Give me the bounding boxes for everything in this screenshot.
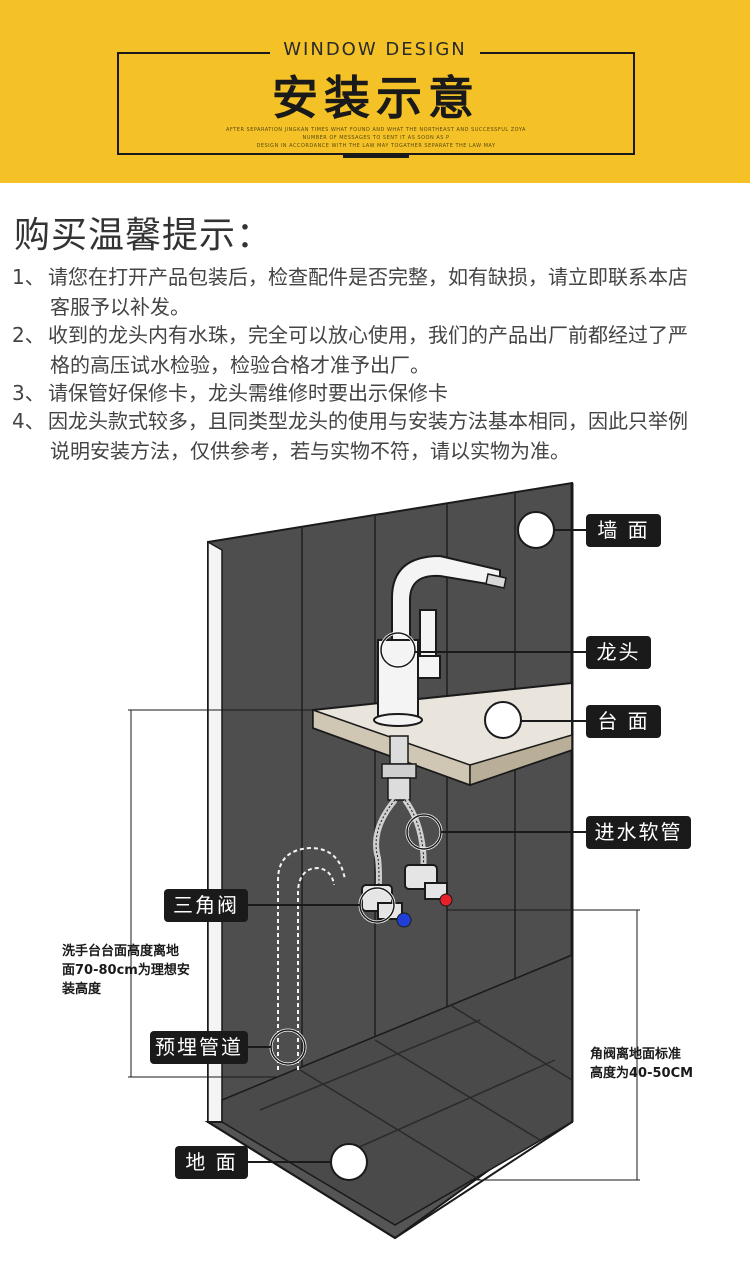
tip-item: 4、因龙头款式较多，且同类型龙头的使用与安装方法基本相同，因此只举例 说明安装方… (12, 406, 742, 466)
header-accent-bar (343, 153, 409, 158)
faucet-drawing (373, 554, 507, 727)
tip-text-continued: 说明安装方法，仅供参考，若与实物不符，请以实物为准。 (50, 439, 570, 463)
tip-text: 收到的龙头内有水珠，完全可以放心使用，我们的产品出厂前都经过了严 (48, 323, 688, 347)
note-valve-height: 角阀离地面标准 高度为40-50CM (590, 1045, 720, 1083)
installation-illustration (128, 481, 640, 1240)
label-angle-valve: 三角阀 (164, 889, 248, 922)
tip-text-continued: 客服予以补发。 (50, 295, 190, 319)
note-line: 面70-80cm为理想安 (62, 963, 190, 978)
header-small-text: AFTER SEPARATION JINGKAN TIMES WHAT FOUN… (226, 127, 526, 133)
header-banner: WINDOW DESIGN 安装示意 AFTER SEPARATION JING… (0, 0, 750, 183)
label-faucet: 龙头 (586, 636, 651, 669)
label-embedded-pipe: 预埋管道 (150, 1031, 248, 1064)
label-wall: 墙 面 (586, 514, 661, 547)
tip-item: 3、请保管好保修卡，龙头需维修时要出示保修卡 (12, 378, 742, 408)
header-zh-title: 安装示意 (272, 71, 480, 125)
note-line: 高度为40-50CM (590, 1066, 694, 1081)
label-counter: 台 面 (586, 705, 661, 738)
tip-number: 2、 (12, 323, 45, 347)
note-line: 装高度 (62, 982, 102, 997)
note-line: 洗手台台面高度离地 (62, 944, 180, 959)
tips-title: 购买温馨提示： (14, 215, 274, 256)
tip-text: 请您在打开产品包装后，检查配件是否完整，如有缺损，请立即联系本店 (48, 265, 688, 289)
tip-item: 2、收到的龙头内有水珠，完全可以放心使用，我们的产品出厂前都经过了严 格的高压试… (12, 320, 742, 380)
tip-item: 1、请您在打开产品包装后，检查配件是否完整，如有缺损，请立即联系本店 客服予以补… (12, 262, 742, 322)
tip-number: 3、 (12, 381, 45, 405)
tip-number: 1、 (12, 265, 45, 289)
tip-number: 4、 (12, 409, 45, 433)
installation-diagram: 墙 面 龙头 台 面 进水软管 三角阀 预埋管道 地 面 洗手台台面高度离地 面… (0, 470, 750, 1286)
tip-text: 请保管好保修卡，龙头需维修时要出示保修卡 (48, 381, 448, 405)
note-basin-height: 洗手台台面高度离地 面70-80cm为理想安 装高度 (62, 942, 222, 999)
label-hose: 进水软管 (586, 816, 691, 849)
label-floor: 地 面 (175, 1146, 248, 1179)
header-small-text: DESIGN IN ACCORDANCE WITH THE LAW MAY TO… (256, 143, 496, 149)
tip-text-continued: 格的高压试水检验，检验合格才准予出厂。 (50, 353, 430, 377)
header-small-text: NUMBER OF MESSAGES TO SENT IT AS SOON AS… (302, 135, 450, 141)
header-en-title: WINDOW DESIGN (270, 39, 480, 60)
angle-valves-drawing (361, 864, 453, 928)
note-line: 角阀离地面标准 (590, 1047, 682, 1062)
tip-text: 因龙头款式较多，且同类型龙头的使用与安装方法基本相同，因此只举例 (48, 409, 688, 433)
